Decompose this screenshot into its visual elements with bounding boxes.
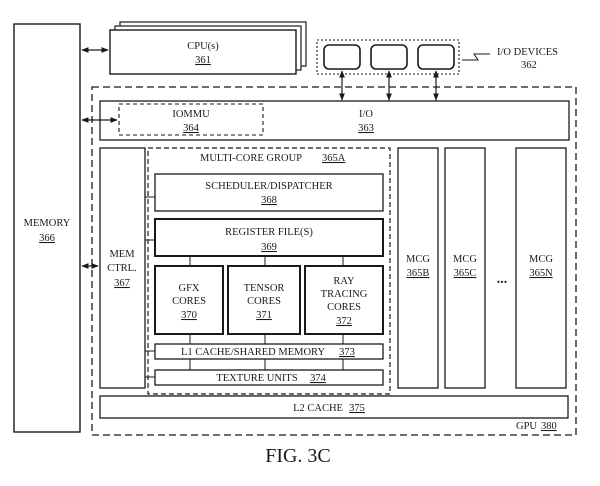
io-device-links [339, 70, 439, 101]
texture-units-label: TEXTURE UNITS [216, 373, 298, 384]
tensor-cores-label-1: TENSOR [244, 283, 285, 294]
gpu-label: GPU [516, 421, 537, 432]
multicore-group: MULTI-CORE GROUP 365A [147, 147, 391, 395]
io-device-2 [370, 44, 408, 70]
ray-tracing-cores-label-3: CORES [327, 302, 361, 313]
gfx-cores-label-1: GFX [178, 283, 199, 294]
cpu-ref: 361 [195, 55, 211, 66]
mcg-c-block: MCG 365C [444, 147, 486, 389]
ray-tracing-cores-ref: 372 [336, 316, 352, 327]
gpu-boundary: GPU 380 [91, 86, 577, 436]
scheduler-label: SCHEDULER/DISPATCHER [205, 181, 332, 192]
memory-label: MEMORY [24, 218, 71, 229]
iommu-block: IOMMU 364 [118, 103, 264, 136]
register-file-ref: 369 [261, 242, 277, 253]
iommu-label: IOMMU [172, 109, 210, 120]
mcg-b-block: MCG 365B [397, 147, 439, 389]
scheduler-ref: 368 [261, 195, 277, 206]
l2-cache-block: L2 CACHE 375 [99, 395, 569, 419]
io-device-1 [323, 44, 361, 70]
io-ref: 363 [358, 123, 374, 134]
mem-ctrl-label-2: CTRL. [107, 263, 136, 274]
gfx-cores-ref: 370 [181, 310, 197, 321]
scheduler-block: SCHEDULER/DISPATCHER 368 [154, 173, 384, 212]
l2-cache-ref: 375 [349, 403, 365, 414]
multicore-group-label: MULTI-CORE GROUP [200, 153, 302, 164]
iommu-ref: 364 [183, 123, 200, 134]
tensor-cores-label-2: CORES [247, 296, 281, 307]
mcg-b-ref: 365B [407, 268, 430, 279]
cpu-label: CPU(s) [187, 41, 219, 52]
mcg-c-ref: 365C [454, 268, 477, 279]
gfx-cores-block: GFX CORES 370 [154, 265, 224, 335]
mcg-c-label: MCG [453, 254, 477, 265]
mcg-b-label: MCG [406, 254, 430, 265]
mem-ctrl-block: MEM CTRL. 367 [99, 147, 146, 389]
l1-cache-label: L1 CACHE/SHARED MEMORY [181, 347, 326, 358]
mem-ctrl-label-1: MEM [109, 249, 135, 260]
tensor-cores-block: TENSOR CORES 371 [227, 265, 301, 335]
figure-caption: FIG. 3C [265, 445, 331, 467]
mcg-n-block: MCG 365N [515, 147, 567, 389]
io-devices-ref: 362 [521, 60, 537, 71]
memory-ref: 366 [39, 233, 55, 244]
l2-cache-label: L2 CACHE [293, 403, 343, 414]
texture-units-ref: 374 [310, 373, 327, 384]
mcg-n-label: MCG [529, 254, 553, 265]
register-file-label: REGISTER FILE(S) [225, 227, 313, 238]
gpu-ref: 380 [541, 421, 557, 432]
gfx-cores-label-2: CORES [172, 296, 206, 307]
l1-cache-block: L1 CACHE/SHARED MEMORY 373 [154, 343, 384, 360]
io-label: I/O [359, 109, 373, 120]
multicore-group-ref: 365A [322, 153, 346, 164]
io-devices-label: I/O DEVICES [497, 47, 558, 58]
register-file-block: REGISTER FILE(S) 369 [154, 218, 384, 257]
io-devices-group: I/O DEVICES 362 [316, 39, 558, 75]
l1-cache-ref: 373 [339, 347, 355, 358]
ray-tracing-cores-label-1: RAY [333, 276, 355, 287]
ray-tracing-cores-label-2: TRACING [321, 289, 368, 300]
memory-block: MEMORY 366 [13, 23, 81, 433]
texture-units-block: TEXTURE UNITS 374 [154, 369, 384, 386]
mem-ctrl-ref: 367 [114, 278, 130, 289]
cpu-stack: CPU(s) 361 [109, 21, 307, 75]
tensor-cores-ref: 371 [256, 310, 272, 321]
mcg-ellipsis: ... [497, 272, 508, 287]
mcg-n-ref: 365N [529, 268, 553, 279]
io-device-3 [417, 44, 455, 70]
ray-tracing-cores-block: RAY TRACING CORES 372 [304, 265, 384, 335]
